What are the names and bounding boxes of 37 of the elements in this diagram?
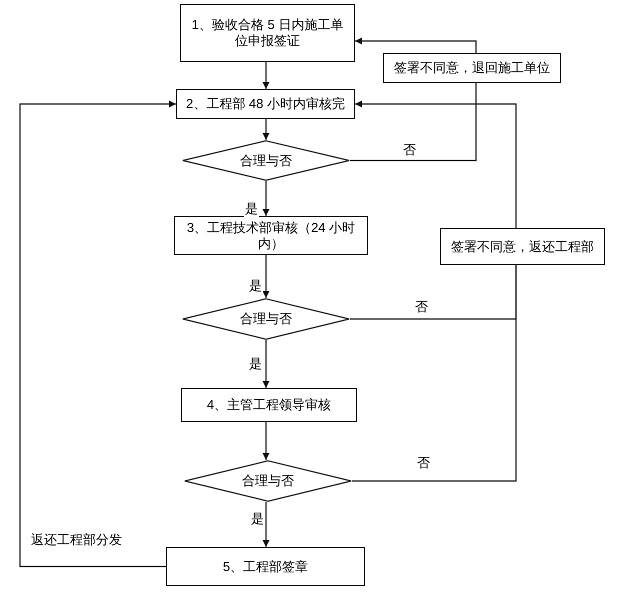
arrow	[355, 38, 477, 53]
process-box	[176, 89, 355, 119]
arrow	[262, 119, 270, 140]
process-box	[180, 4, 355, 62]
edge-label: 是	[248, 278, 263, 294]
arrow	[262, 181, 270, 216]
process-box	[181, 388, 357, 422]
arrow	[262, 62, 270, 89]
arrow	[19, 100, 176, 568]
step-text: 3、工程技术部审核（24 小时内）	[186, 220, 356, 252]
edge-label: 否	[414, 299, 429, 315]
decision-text: 合理与否	[240, 152, 292, 168]
arrow	[262, 255, 270, 298]
edge-label: 是	[250, 511, 265, 527]
edge-label: 返还工程部分发	[30, 532, 123, 548]
arrow	[355, 100, 517, 228]
step-text: 4、主管工程领导审核	[206, 397, 332, 413]
edge-label: 否	[416, 455, 431, 471]
step-text: 2、工程部 48 小时内审核完	[186, 96, 345, 112]
arrow	[262, 340, 270, 388]
arrow	[262, 422, 270, 460]
edge-label: 是	[244, 201, 259, 217]
note-box	[440, 228, 605, 265]
edge-label: 否	[402, 142, 417, 158]
decision-text: 合理与否	[240, 311, 292, 327]
decision-text: 合理与否	[242, 473, 294, 489]
arrow	[262, 502, 270, 547]
step-text: 签署不同意，退回施工单位	[394, 60, 550, 76]
note-box	[383, 53, 561, 83]
step-text: 5、工程部签章	[222, 558, 308, 574]
step-text: 签署不同意，返还工程部	[451, 238, 594, 254]
connector-line	[350, 83, 477, 162]
connector-line	[352, 265, 517, 482]
step-text: 1、验收合格 5 日内施工单位申报签证	[190, 17, 344, 49]
edge-label: 是	[248, 356, 263, 372]
process-box	[166, 547, 365, 586]
process-box	[174, 216, 368, 255]
